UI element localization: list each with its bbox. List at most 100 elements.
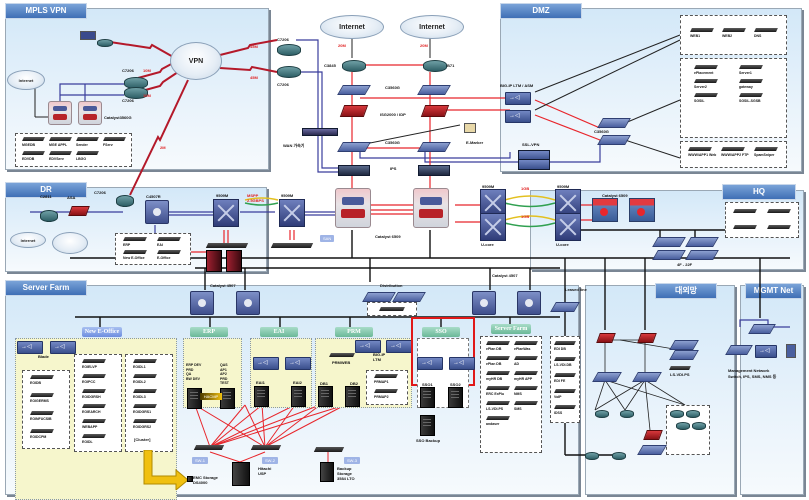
catalyst-label: Catalyst 6509	[375, 234, 401, 239]
server-icon	[486, 356, 510, 360]
server-label: WWW/APP1 Web	[688, 153, 717, 157]
server-label: ePlan DB	[486, 362, 502, 366]
router-label: C3845	[324, 63, 336, 68]
server-icon	[486, 386, 510, 390]
router-label: C7206	[122, 68, 134, 73]
server-label: ERP DEV	[186, 363, 202, 367]
zone-title-dmz: DMZ	[500, 3, 582, 19]
tag-new-eoffice: New E-Office	[82, 327, 122, 337]
bandwidth-label: 45M	[250, 75, 258, 80]
tag-erp: ERP	[190, 327, 228, 337]
bandwidth-label: 10M	[143, 93, 151, 98]
router-wan-a	[277, 44, 301, 56]
server-label: EOIDL1	[133, 365, 146, 369]
blade-label: Blade	[38, 354, 49, 359]
prm-web-server	[329, 353, 355, 357]
zone-title-mpls-vpn: MPLS VPN	[5, 3, 87, 19]
external-router	[620, 410, 634, 418]
hq-server-box	[725, 202, 799, 238]
sf-distribution-switch-left	[190, 291, 214, 315]
hq-access-switch	[652, 237, 686, 247]
bandwidth-label: 2M	[160, 145, 166, 150]
core-label: 9509M	[482, 184, 495, 189]
external-router-box	[666, 405, 710, 455]
zone-external	[585, 285, 735, 495]
sso-server-2	[448, 387, 463, 408]
backup-label: Backup Storage 3584 LTO	[337, 466, 355, 481]
zone-title-mgmt-net: MGMT Net	[745, 283, 802, 299]
server-label: MGE APPL	[49, 143, 68, 147]
server-icon	[374, 389, 398, 393]
server-label: ePlanWas	[514, 347, 531, 351]
server-label: EOIDL3	[133, 395, 146, 399]
server-label: SMS	[514, 407, 522, 411]
server-label: EOIELVP	[82, 365, 97, 369]
server-label: LS-VDI.PS	[486, 407, 504, 411]
server-icon	[486, 341, 510, 345]
hq-access-switch	[685, 250, 719, 260]
server-label: ERP	[123, 243, 131, 247]
mgmt-server	[786, 344, 796, 358]
server-label: Server1	[739, 71, 752, 75]
server-label: AP1	[220, 367, 227, 372]
server-icon	[514, 341, 538, 345]
server-icon	[739, 93, 763, 97]
server-icon	[30, 375, 54, 379]
core-label: 9509M	[557, 184, 570, 189]
server-label: EOIDGRS2	[133, 425, 152, 429]
switch-label: C3560G	[385, 140, 400, 145]
internet-cloud-right: Internet	[400, 15, 464, 39]
bandwidth-label: 10M	[143, 68, 151, 73]
prm-lb-label: BIG-IP LTM	[373, 352, 386, 362]
server-label: WEB2	[722, 34, 733, 38]
server-icon	[133, 404, 157, 408]
dr-l3-switch	[145, 200, 169, 224]
server-label: EDVDB	[22, 157, 35, 161]
router-label: C7206	[277, 37, 289, 42]
server-label: PRMWEB	[332, 360, 351, 365]
server-icon	[133, 359, 157, 363]
load-balancer-bottom	[505, 110, 531, 123]
server-label: AD	[514, 362, 520, 366]
tag-eai: EAI	[260, 327, 298, 337]
server-icon	[486, 401, 510, 405]
server-label: SSO1	[422, 382, 433, 387]
storage-arrow-icon	[143, 450, 189, 490]
vpn-cloud: VPN	[170, 42, 222, 80]
server-icon	[82, 404, 106, 408]
server-label: EOIDCPM	[30, 435, 47, 439]
leased-line-label: Leased line	[565, 287, 587, 292]
external-router	[670, 410, 684, 418]
backup-storage	[320, 462, 334, 482]
server-icon	[514, 356, 538, 360]
router-label: B71	[447, 63, 455, 68]
catalyst-label: Catalyst3560G	[104, 115, 132, 120]
ips-left	[338, 165, 370, 176]
server-label: QA	[186, 372, 192, 376]
san-badge: SAN	[320, 235, 335, 242]
server-icon	[157, 237, 181, 241]
server-label: QAS	[220, 363, 228, 367]
distribution-switch	[392, 292, 426, 302]
server-icon	[82, 434, 106, 438]
server-label: PRMAP2	[374, 395, 389, 399]
server-label: MGEDB	[22, 143, 36, 147]
server-label: PRD	[186, 367, 194, 372]
server-icon	[554, 389, 576, 393]
cluster-label: [Cluster]	[134, 437, 151, 442]
server-icon	[30, 429, 54, 433]
mgmt-desc-line1: Management Network	[728, 368, 770, 373]
server-icon	[721, 147, 745, 151]
load-balancer-top	[505, 92, 531, 105]
server-label: SSO2	[450, 382, 461, 387]
server-icon	[486, 416, 510, 420]
switch-bottom-left	[337, 142, 371, 152]
internet-router-right	[423, 60, 447, 72]
hq-access-switch	[685, 237, 719, 247]
